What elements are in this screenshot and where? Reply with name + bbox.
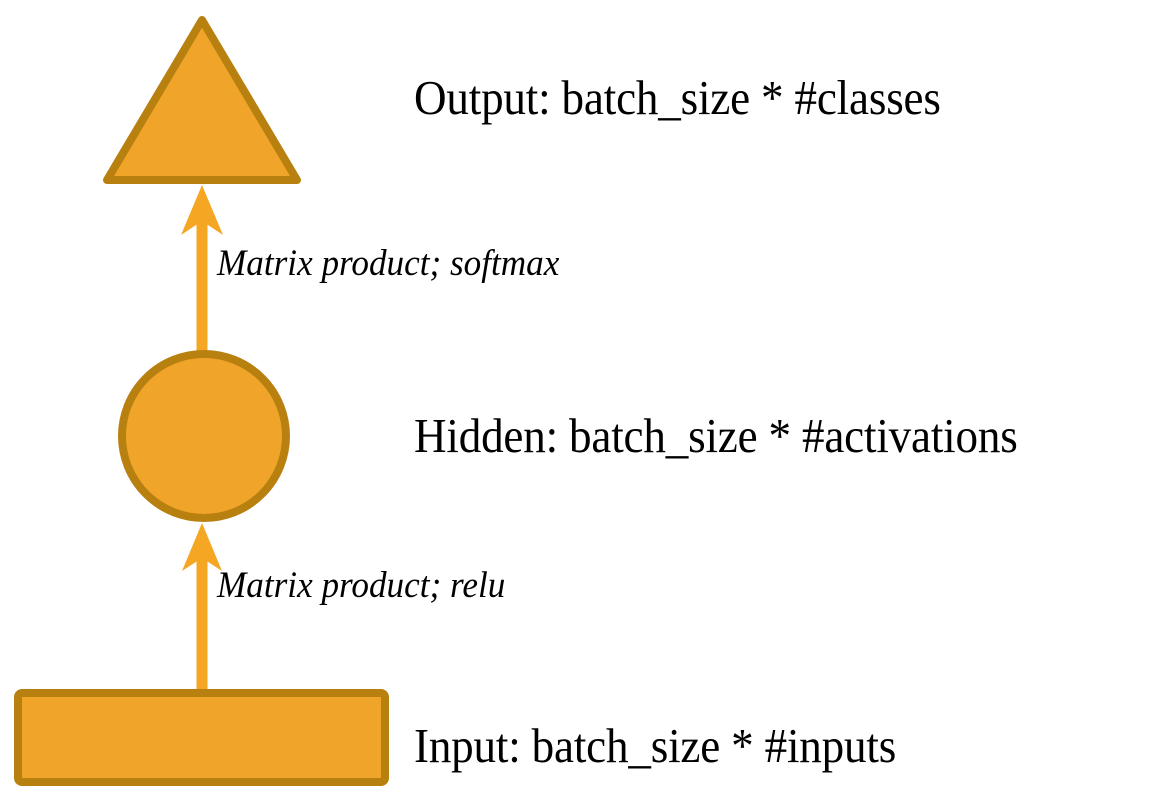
edge-hidden-to-output <box>181 185 223 352</box>
output-node-label: Output: batch_size * #classes <box>414 70 941 125</box>
arrow-head-input-to-hidden <box>182 523 222 571</box>
hidden-node-circle-shape <box>118 350 290 522</box>
edge-label-input-to-hidden: Matrix product; relu <box>217 565 506 606</box>
input-node-label: Input: batch_size * #inputs <box>414 718 897 773</box>
edge-input-to-hidden <box>182 523 222 690</box>
arrow-head-hidden-to-output <box>181 185 223 235</box>
output-node-triangle-shape <box>103 16 301 184</box>
edge-label-hidden-to-output: Matrix product; softmax <box>217 243 560 284</box>
input-node-rectangle-shape <box>14 689 389 786</box>
hidden-node-label: Hidden: batch_size * #activations <box>414 408 1018 463</box>
